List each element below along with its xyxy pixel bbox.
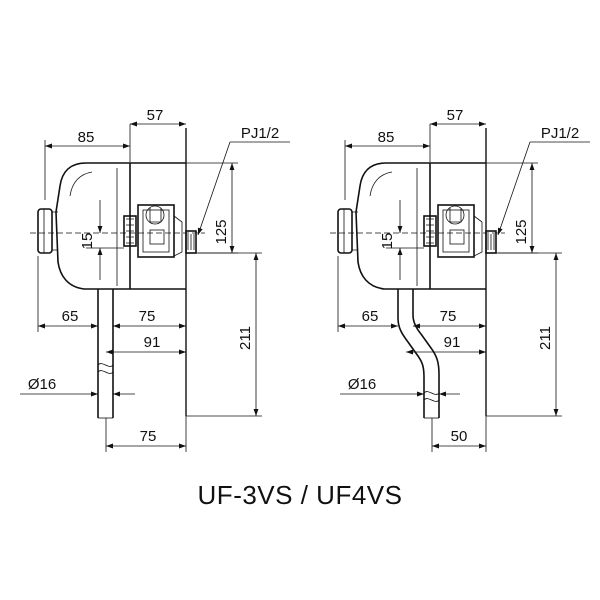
dim-outlet-to-wall: 91 — [406, 334, 486, 355]
dim-total-height: 211 — [186, 252, 262, 417]
dim-label-211: 211 — [537, 326, 554, 350]
dim-connection: PJ1/2 — [197, 125, 290, 236]
water-connection — [485, 230, 497, 254]
dim-label-85: 85 — [378, 129, 395, 146]
dim-pipe-diameter: Ø16 — [340, 376, 460, 397]
dim-pipe-offset: 65 — [37, 256, 98, 332]
dim-label-d16: Ø16 — [28, 376, 56, 393]
dim-bottom-pipe-to-wall: 75 — [105, 416, 187, 452]
flush-valve-housing — [55, 162, 186, 290]
dim-pipe-to-wall: 75 — [113, 308, 186, 329]
dim-bottom-pipe-to-wall: 50 — [431, 416, 487, 452]
dim-label-91: 91 — [144, 334, 161, 351]
dim-label-125: 125 — [513, 219, 530, 244]
valve-mechanism — [123, 204, 183, 258]
dim-vertical-offset: 15 — [79, 200, 124, 280]
dim-label-125: 125 — [213, 219, 230, 244]
outlet-pipe-bent — [397, 289, 440, 419]
figure-caption: UF-3VS / UF4VS — [197, 480, 403, 510]
dim-label-85: 85 — [78, 129, 95, 146]
dim-outlet-to-wall: 91 — [106, 334, 186, 355]
dim-vertical-offset: 15 — [379, 200, 424, 280]
dim-pipe-offset: 65 — [337, 256, 398, 332]
dim-pipe-to-wall: 75 — [413, 308, 486, 329]
dim-label-211: 211 — [237, 326, 254, 350]
dim-label-65: 65 — [362, 308, 379, 325]
valve-mechanism — [423, 204, 483, 258]
dim-body-width: 85 — [44, 124, 131, 200]
dim-label-pj: PJ1/2 — [241, 125, 279, 142]
dim-valve-depth: 57 — [430, 107, 486, 127]
dim-label-15: 15 — [379, 233, 396, 250]
dim-label-57: 57 — [147, 107, 164, 124]
dim-body-width: 85 — [344, 124, 431, 200]
dim-valve-depth: 57 — [130, 107, 186, 127]
dim-total-height: 211 — [486, 252, 562, 417]
flush-valve-housing — [355, 162, 486, 290]
dim-label-65: 65 — [62, 308, 79, 325]
dim-label-75-top: 75 — [139, 308, 156, 325]
dim-label-d16: Ø16 — [348, 376, 376, 393]
dim-label-57: 57 — [447, 107, 464, 124]
dim-connection: PJ1/2 — [497, 125, 590, 236]
push-button — [337, 208, 358, 254]
dim-label-75-bottom: 75 — [140, 428, 157, 445]
drawing-uf-3vs: 85 57 PJ1/2 15 125 — [20, 107, 290, 452]
dim-connection-height: 125 — [186, 162, 238, 254]
water-connection — [185, 230, 197, 254]
dim-label-pj: PJ1/2 — [541, 125, 579, 142]
drawing-uf4vs: 85 57 PJ1/2 15 125 211 — [330, 107, 590, 452]
dim-pipe-diameter: Ø16 — [20, 376, 135, 397]
dim-label-15: 15 — [79, 233, 96, 250]
outlet-pipe — [97, 289, 114, 419]
dim-label-75-top: 75 — [440, 308, 457, 325]
dim-label-50-bottom: 50 — [451, 428, 468, 445]
dim-label-91: 91 — [444, 334, 461, 351]
push-button — [37, 208, 58, 254]
